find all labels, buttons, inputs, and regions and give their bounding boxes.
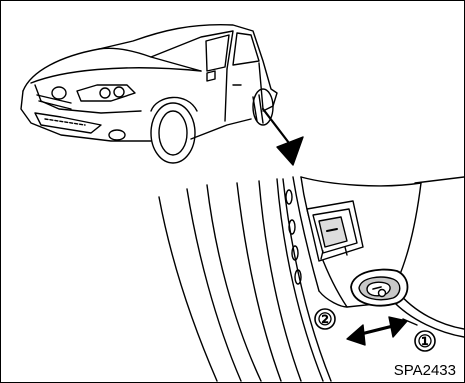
figure-code: SPA2433 xyxy=(394,362,456,379)
callout-2-label: ② xyxy=(317,310,332,329)
suv-side-view-icon xyxy=(21,25,277,163)
callout-1-label: ① xyxy=(417,332,432,351)
pointer-arrow-icon xyxy=(263,109,303,165)
child-lock-lever-icon xyxy=(351,270,408,306)
double-arrow-icon xyxy=(347,317,407,345)
door-striker-icon xyxy=(307,201,363,261)
